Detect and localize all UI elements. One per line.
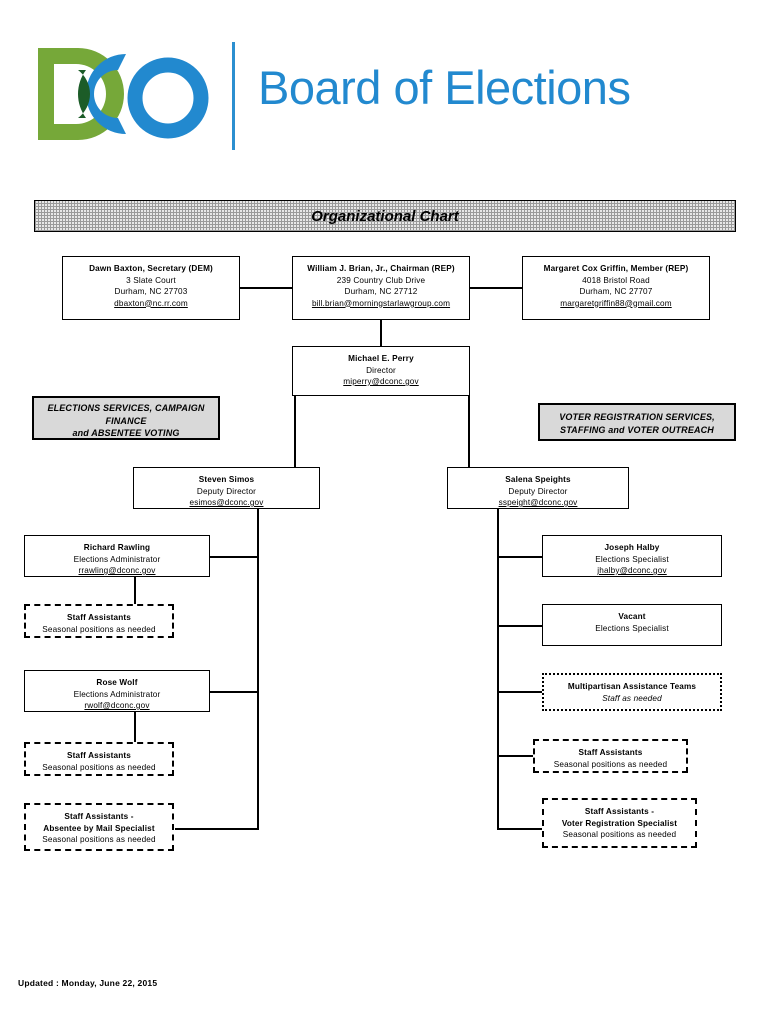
logo-wordmark: Board of Elections (258, 61, 631, 114)
staff-name: Joseph Halby (604, 543, 660, 552)
staff-name: Staff Assistants (67, 613, 131, 622)
board-member-box-chairman: William J. Brian, Jr., Chairman (REP) 23… (292, 256, 470, 320)
staff-email[interactable]: jhalby@dconc.gov (597, 566, 667, 575)
connector-baxton-to-brian (240, 287, 292, 289)
page-title: Organizational Chart (311, 207, 459, 225)
division-label-elections-services: ELECTIONS SERVICES, CAMPAIGN FINANCE and… (32, 396, 220, 440)
director-email[interactable]: miperry@dconc.gov (343, 377, 419, 386)
staff-note: Seasonal positions as needed (42, 762, 156, 772)
staff-title: Absentee by Mail Specialist (43, 823, 155, 833)
director-title: Director (366, 365, 396, 375)
staff-title: Elections Administrator (73, 689, 161, 699)
branch-to-vacant-specialist (497, 625, 544, 627)
board-member-address: 239 Country Club Drive (336, 275, 426, 285)
staff-title: Elections Specialist (595, 554, 669, 564)
board-member-email[interactable]: margaretgriffin88@gmail.com (560, 298, 672, 308)
board-member-address: 4018 Bristol Road (582, 275, 650, 285)
connector-director-to-deputy-right (468, 396, 470, 472)
deputy-name: Salena Speights (505, 475, 571, 484)
board-member-box-secretary: Dawn Baxton, Secretary (DEM) 3 Slate Cou… (62, 256, 240, 320)
division-label-line2: FINANCE (105, 415, 147, 426)
staff-box-assistants-left-2: Staff Assistants Seasonal positions as n… (24, 742, 174, 776)
dco-logo-icon (34, 44, 210, 144)
staff-note: Staff as needed (602, 693, 662, 703)
board-member-address: 3 Slate Court (126, 275, 176, 285)
staff-name: Multipartisan Assistance Teams (567, 682, 697, 691)
staff-box-voter-registration-specialist: Staff Assistants - Voter Registration Sp… (542, 798, 697, 848)
staff-title: Voter Registration Specialist (561, 818, 678, 828)
deputy-title: Deputy Director (508, 486, 568, 496)
staff-name: Vacant (618, 612, 646, 621)
deputy-name: Steven Simos (198, 475, 255, 484)
board-member-city: Durham, NC 27712 (344, 287, 418, 296)
division-label-line2: STAFFING and VOTER OUTREACH (560, 424, 714, 435)
staff-note: Seasonal positions as needed (553, 759, 668, 769)
staff-box-joseph-halby: Joseph Halby Elections Specialist jhalby… (542, 535, 722, 577)
staff-name: Rose Wolf (96, 678, 138, 687)
staff-name: Staff Assistants - (584, 807, 655, 816)
logo-divider (232, 42, 235, 150)
staff-name: Staff Assistants (578, 748, 643, 757)
staff-title: Elections Specialist (595, 623, 669, 633)
staff-note: Seasonal positions as needed (562, 830, 677, 839)
branch-to-joseph-halby (497, 556, 544, 558)
staff-box-assistants-right-1: Staff Assistants Seasonal positions as n… (533, 739, 688, 773)
director-name: Michael E. Perry (348, 354, 414, 363)
connector-wolf-to-staff (134, 712, 136, 742)
board-member-name: Dawn Baxton, Secretary (DEM) (89, 264, 213, 273)
board-member-email[interactable]: dbaxton@nc.rr.com (114, 298, 188, 308)
division-label-line1: ELECTIONS SERVICES, CAMPAIGN (47, 403, 205, 413)
page-header: Board of Elections (0, 0, 768, 175)
staff-note: Seasonal positions as needed (42, 835, 156, 844)
staff-name: Staff Assistants (67, 751, 131, 760)
branch-to-richard-rawling (210, 556, 259, 558)
staff-box-absentee-mail-specialist: Staff Assistants - Absentee by Mail Spec… (24, 803, 174, 851)
staff-box-assistants-left-1: Staff Assistants Seasonal positions as n… (24, 604, 174, 638)
board-member-box-member: Margaret Cox Griffin, Member (REP) 4018 … (522, 256, 710, 320)
staff-box-vacant-specialist: Vacant Elections Specialist (542, 604, 722, 646)
division-label-line3: and ABSENTEE VOTING (72, 428, 180, 438)
staff-box-rose-wolf: Rose Wolf Elections Administrator rwolf@… (24, 670, 210, 712)
deputy-email[interactable]: sspeight@dconc.gov (498, 498, 578, 507)
staff-name: Richard Rawling (83, 543, 151, 552)
deputy-title: Deputy Director (196, 486, 257, 496)
trunk-left-branch (257, 509, 259, 829)
branch-to-staff-assistants-right (497, 755, 544, 757)
deputy-email[interactable]: esimos@dconc.gov (189, 498, 264, 507)
division-label-voter-registration: VOTER REGISTRATION SERVICES, STAFFING an… (538, 403, 736, 441)
staff-title: Elections Administrator (73, 554, 161, 564)
division-label-line1: VOTER REGISTRATION SERVICES, (559, 412, 715, 422)
staff-name: Staff Assistants - (64, 812, 134, 821)
director-box: Michael E. Perry Director miperry@dconc.… (292, 346, 470, 396)
connector-director-to-deputy-left (294, 396, 296, 472)
staff-box-multipartisan-teams: Multipartisan Assistance Teams Staff as … (542, 673, 722, 711)
staff-email[interactable]: rrawling@dconc.gov (78, 566, 156, 575)
connector-brian-to-griffin (470, 287, 522, 289)
board-member-name: William J. Brian, Jr., Chairman (REP) (307, 264, 455, 273)
board-member-city: Durham, NC 27703 (114, 287, 188, 296)
board-member-email[interactable]: bill.brian@morningstarlawgroup.com (311, 298, 451, 308)
organizational-chart-title-bar: Organizational Chart (34, 200, 736, 232)
connector-chairman-to-director (380, 320, 382, 346)
staff-note: Seasonal positions as needed (42, 624, 156, 634)
board-member-name: Margaret Cox Griffin, Member (REP) (543, 264, 689, 273)
branch-to-multipartisan-teams (497, 691, 544, 693)
branch-to-voter-registration-specialist (497, 828, 544, 830)
branch-to-absentee-mail-specialist (175, 828, 259, 830)
deputy-director-box-right: Salena Speights Deputy Director sspeight… (447, 467, 629, 509)
trunk-right-branch (497, 509, 499, 829)
branch-to-rose-wolf (210, 691, 259, 693)
updated-timestamp: Updated : Monday, June 22, 2015 (18, 978, 158, 988)
board-member-city: Durham, NC 27707 (579, 287, 653, 296)
deputy-director-box-left: Steven Simos Deputy Director esimos@dcon… (133, 467, 320, 509)
staff-box-richard-rawling: Richard Rawling Elections Administrator … (24, 535, 210, 577)
staff-email[interactable]: rwolf@dconc.gov (84, 701, 150, 710)
connector-rawling-to-staff (134, 577, 136, 604)
